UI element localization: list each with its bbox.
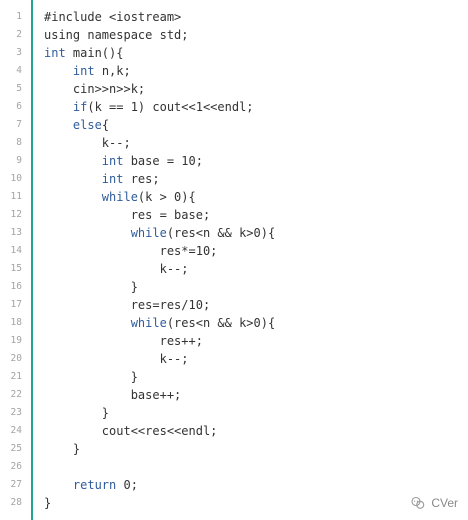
watermark: CVer — [411, 496, 458, 510]
code-text: base++; — [44, 388, 182, 402]
line-number: 3 — [16, 47, 22, 58]
code-line: 24 cout<<res<<endl; — [0, 422, 468, 440]
code-line: 20 k--; — [0, 350, 468, 368]
line-number: 28 — [10, 497, 22, 508]
code-text: res*=10; — [44, 244, 218, 258]
code-line: 7 else{ — [0, 116, 468, 134]
code-lines: 1 #include <iostream> 2 using namespace st… — [0, 8, 468, 512]
code-line: 5 cin>>n>>k; — [0, 80, 468, 98]
code-line: 26 — [0, 458, 468, 476]
code-text: int n,k; — [72, 64, 131, 78]
code-line: 4 int n,k; — [0, 62, 468, 80]
code-line: 19 res++; — [0, 332, 468, 350]
code-text: res++; — [44, 334, 203, 348]
code-line: 23 } — [0, 404, 468, 422]
line-number: 25 — [10, 443, 22, 454]
code-line: 1 #include <iostream> — [0, 8, 468, 26]
line-number: 8 — [16, 137, 22, 148]
code-text: return 0; — [72, 478, 138, 492]
code-line: 25 } — [0, 440, 468, 458]
code-text: int res; — [101, 172, 160, 186]
line-number: 10 — [10, 173, 22, 184]
code-line: 13 while(res<n && k>0){ — [0, 224, 468, 242]
code-line: 15 k--; — [0, 260, 468, 278]
line-number: 16 — [10, 281, 22, 292]
code-text: } — [44, 280, 138, 294]
code-text: k--; — [44, 136, 131, 150]
code-text: cout<<res<<endl; — [44, 424, 218, 438]
code-text: while(res<n && k>0){ — [130, 316, 276, 330]
code-text: int base = 10; — [101, 154, 203, 168]
wechat-icon — [411, 496, 425, 510]
line-number: 7 — [16, 119, 22, 130]
line-number: 6 — [16, 101, 22, 112]
code-line: 12 res = base; — [0, 206, 468, 224]
line-number: 17 — [10, 299, 22, 310]
line-number: 18 — [10, 317, 22, 328]
line-number: 15 — [10, 263, 22, 274]
code-line: 18 while(res<n && k>0){ — [0, 314, 468, 332]
code-text: int main(){ — [44, 46, 124, 60]
line-number: 1 — [16, 11, 22, 22]
line-number: 12 — [10, 209, 22, 220]
code-line: 3 int main(){ — [0, 44, 468, 62]
code-line: 9 int base = 10; — [0, 152, 468, 170]
line-number: 26 — [10, 461, 22, 472]
line-number-gutter — [0, 0, 30, 520]
code-line: 22 base++; — [0, 386, 468, 404]
code-text: else{ — [72, 118, 110, 132]
code-line: 2 using namespace std; — [0, 26, 468, 44]
code-text: cin>>n>>k; — [44, 82, 146, 96]
line-number: 22 — [10, 389, 22, 400]
code-line: 10 int res; — [0, 170, 468, 188]
line-number: 5 — [16, 83, 22, 94]
gutter-divider — [31, 0, 33, 520]
code-line: 11 while(k > 0){ — [0, 188, 468, 206]
code-line: 14 res*=10; — [0, 242, 468, 260]
line-number: 24 — [10, 425, 22, 436]
line-number: 13 — [10, 227, 22, 238]
code-line: 27 return 0; — [0, 476, 468, 494]
code-line: 28} — [0, 494, 468, 512]
code-line: 17 res=res/10; — [0, 296, 468, 314]
line-number: 20 — [10, 353, 22, 364]
code-text: if(k == 1) cout<<1<<endl; — [72, 100, 254, 114]
code-text: res = base; — [44, 208, 211, 222]
line-number: 4 — [16, 65, 22, 76]
line-number: 19 — [10, 335, 22, 346]
line-number: 9 — [16, 155, 22, 166]
watermark-text: CVer — [431, 496, 458, 510]
code-text: } — [44, 496, 52, 510]
line-number: 27 — [10, 479, 22, 490]
code-text: #include <iostream> — [44, 10, 182, 24]
code-text: } — [44, 406, 110, 420]
code-text: } — [44, 442, 81, 456]
line-number: 11 — [10, 191, 22, 202]
line-number: 21 — [10, 371, 22, 382]
code-text: while(res<n && k>0){ — [130, 226, 276, 240]
code-text: res=res/10; — [44, 298, 211, 312]
code-line: 6 if(k == 1) cout<<1<<endl; — [0, 98, 468, 116]
code-line: 8 k--; — [0, 134, 468, 152]
code-text: while(k > 0){ — [101, 190, 196, 204]
code-text: } — [44, 370, 138, 384]
line-number: 23 — [10, 407, 22, 418]
line-number: 14 — [10, 245, 22, 256]
code-line: 21 } — [0, 368, 468, 386]
code-text: using namespace std; — [44, 28, 189, 42]
code-text: k--; — [44, 262, 189, 276]
code-text: k--; — [44, 352, 189, 366]
line-number: 2 — [16, 29, 22, 40]
code-line: 16 } — [0, 278, 468, 296]
